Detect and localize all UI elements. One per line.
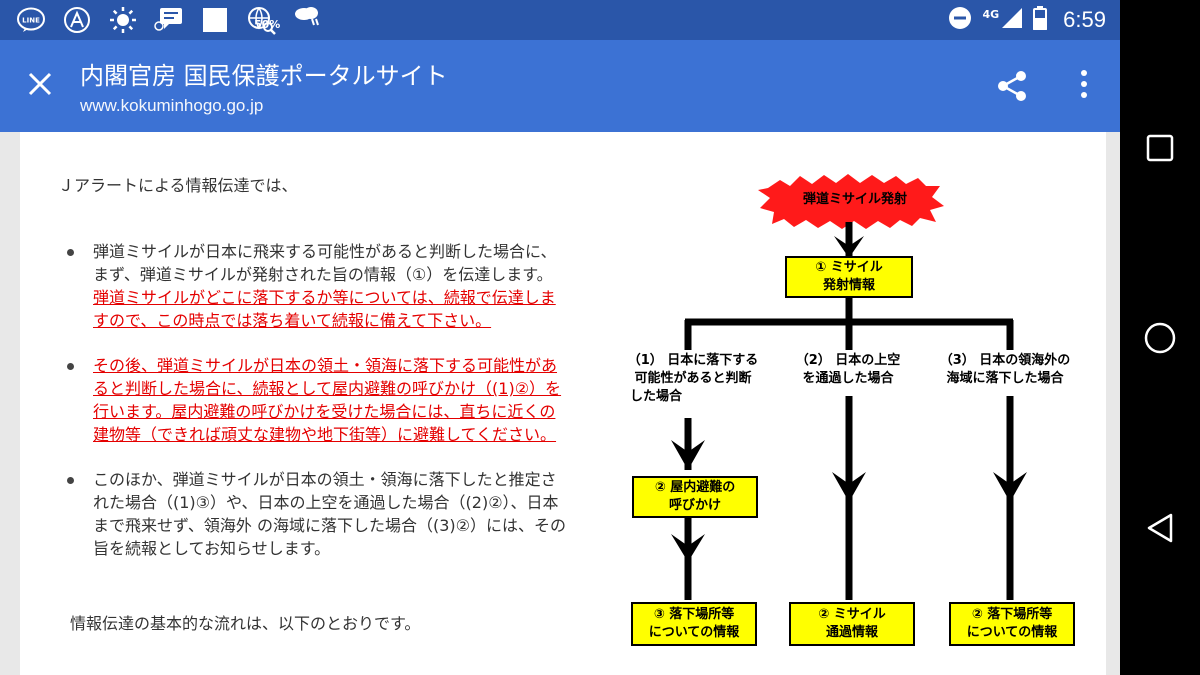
closing-text: 情報伝達の基本的な流れは、以下のとおりです。 — [70, 614, 421, 633]
page-url[interactable]: www.kokuminhogo.go.jp — [80, 96, 264, 115]
intro-text: Ｊアラートによる情報伝達では、 — [58, 176, 298, 195]
home-button[interactable] — [1138, 316, 1182, 360]
bullet-line-red: すので、この時点では落ち着いて続報に備えて下さい。 — [93, 311, 492, 330]
bullet-line: まず、弾道ミサイルが発射された旨の情報（①）を伝達します。 — [93, 265, 553, 284]
status-icons-left: LINE — [16, 4, 322, 36]
impact-location-info-box-1: ③ 落下場所等 についての情報 — [631, 602, 757, 646]
web-content: Ｊアラートによる情報伝達では、 弾道ミサイルが日本に飛来する可能性があると判断し… — [0, 132, 1120, 675]
shelter-call-box: ② 屋内避難の 呼びかけ — [632, 476, 758, 518]
network-type-label: 4G — [982, 7, 1000, 21]
back-button[interactable] — [1138, 506, 1182, 550]
box-line: ① ミサイル — [815, 260, 883, 275]
box-line: ③ 落下場所等 — [653, 607, 735, 622]
square-icon — [1146, 134, 1174, 162]
battery-icon — [1033, 6, 1048, 34]
case-line: した場合 — [630, 389, 683, 404]
bullet-line: 旨を続報としてお知らせします。 — [93, 539, 331, 558]
close-icon — [28, 72, 52, 96]
line-icon: LINE — [16, 5, 46, 35]
blank-square-icon — [200, 5, 230, 35]
weather-icon — [292, 5, 322, 35]
list-item: このほか、弾道ミサイルが日本の領土・領海に落下したと推定さ れた場合（(1)③）… — [60, 468, 620, 560]
precipitation-percent-label: 50% — [254, 18, 281, 31]
bullet-line-red: 行います。屋内避難の呼びかけを受けた場合には、直ちに近くの — [93, 402, 556, 421]
back-triangle-icon — [1147, 513, 1173, 543]
launch-label: 弾道ミサイル発射 — [802, 192, 907, 207]
more-options-button[interactable] — [1070, 68, 1098, 104]
case-line: （2） 日本の上空 — [795, 353, 901, 368]
bullet-line: まで飛来せず、領海外 の海域に落下した場合（(3)②）には、その — [93, 516, 566, 535]
list-item: 弾道ミサイルが日本に飛来する可能性があると判断した場合に、 まず、弾道ミサイルが… — [60, 240, 620, 332]
bullet-line: 弾道ミサイルが日本に飛来する可能性があると判断した場合に、 — [93, 242, 557, 261]
case-line: を通過した場合 — [802, 371, 894, 386]
case-3-label: （3） 日本の領海外の 海域に落下した場合 — [926, 352, 1084, 388]
box-line: についての情報 — [966, 625, 1058, 640]
box-line: 呼びかけ — [668, 498, 721, 513]
list-item: その後、弾道ミサイルが日本の領土・領海に落下する可能性があ ると判断した場合に、… — [60, 354, 620, 446]
signal-icon — [1001, 7, 1023, 33]
case-2-label: （2） 日本の上空 を通過した場合 — [780, 352, 916, 388]
brightness-icon — [108, 5, 138, 35]
bullet-line: このほか、弾道ミサイルが日本の領土・領海に落下したと推定さ — [93, 470, 557, 489]
box-line: ② 落下場所等 — [971, 607, 1053, 622]
bullet-list: 弾道ミサイルが日本に飛来する可能性があると判断した場合に、 まず、弾道ミサイルが… — [60, 240, 620, 582]
bullet-line-red: 弾道ミサイルがどこに落下するか等については、続報で伝達しま — [93, 288, 556, 307]
impact-location-info-box-3: ② 落下場所等 についての情報 — [949, 602, 1075, 646]
recent-apps-button[interactable] — [1138, 126, 1182, 170]
search-globe-icon — [246, 5, 276, 35]
flow-diagram — [0, 132, 1120, 675]
bullet-line: れた場合（(1)③）や、日本の上空を通過した場合（(2)②）、日本 — [93, 493, 559, 512]
bullet-line-red: 建物等（できれば頑丈な建物や地下街等）に避難してください。 — [93, 425, 557, 444]
close-button[interactable] — [22, 66, 58, 102]
box-line: についての情報 — [648, 625, 740, 640]
box-line: ② ミサイル — [818, 607, 886, 622]
more-vert-icon — [1081, 70, 1087, 98]
app-icon — [62, 5, 92, 35]
status-icons-right: 4G 6:59 — [948, 0, 1106, 40]
case-line: （1） 日本に落下する — [627, 353, 759, 368]
svg-text:LINE: LINE — [22, 17, 40, 25]
box-line: ② 屋内避難の — [654, 480, 736, 495]
circle-icon — [1144, 322, 1176, 354]
bullet-line-red: その後、弾道ミサイルが日本の領土・領海に落下する可能性があ — [93, 356, 558, 375]
article: Ｊアラートによる情報伝達では、 弾道ミサイルが日本に飛来する可能性があると判断し… — [20, 132, 1106, 675]
case-line: 海域に落下した場合 — [946, 371, 1064, 386]
missile-launch-info-box: ① ミサイル 発射情報 — [785, 256, 913, 298]
box-line: 通過情報 — [825, 625, 878, 640]
message-icon — [154, 5, 184, 35]
missile-passage-info-box: ② ミサイル 通過情報 — [789, 602, 915, 646]
case-line: （3） 日本の領海外の — [939, 353, 1071, 368]
custom-tab-toolbar: 内閣官房 国民保護ポータルサイト www.kokuminhogo.go.jp — [0, 40, 1120, 132]
navigation-bar — [1120, 0, 1200, 675]
share-button[interactable] — [994, 68, 1034, 104]
status-bar: LINE 50% 4G 6:59 — [0, 0, 1120, 40]
bullet-line-red: ると判断した場合に、続報として屋内避難の呼びかけ（(1)②）を — [93, 379, 562, 398]
case-1-label: （1） 日本に落下する 可能性があると判断 した場合 — [620, 352, 766, 406]
do-not-disturb-icon — [948, 6, 972, 34]
case-line: 可能性があると判断 — [634, 371, 752, 386]
share-icon — [998, 71, 1026, 101]
clock: 6:59 — [1063, 7, 1106, 32]
box-line: 発射情報 — [822, 278, 875, 293]
page-title: 内閣官房 国民保護ポータルサイト — [80, 62, 448, 90]
